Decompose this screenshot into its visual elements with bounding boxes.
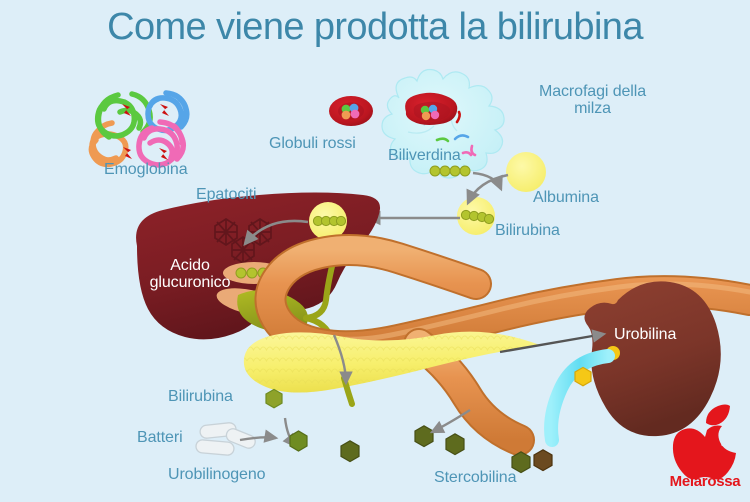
ureter-tube: [544, 349, 615, 447]
urobilinogen-hexagon: [289, 430, 308, 452]
hemoglobin-inside-rbc: [341, 103, 360, 120]
bilirubin-hexagon: [265, 388, 283, 409]
page-title: Come viene prodotta la bilirubina: [107, 6, 643, 48]
hemoglobin-molecule: [88, 90, 190, 168]
hemoglobin-subunit-green: [94, 91, 153, 140]
pancreas-organ: [243, 331, 540, 393]
label-albumina: Albumina: [533, 189, 599, 206]
hepatocyte: [214, 217, 238, 247]
melarossa-apple-icon: [672, 404, 740, 480]
label-bilirubina-blood: Bilirubina: [495, 222, 560, 239]
hemoglobin-subunit-pink: [136, 119, 186, 168]
biliverdin-particle: [429, 165, 471, 177]
arrow-bile-to-intestine: [332, 334, 353, 386]
red-blood-cell: [329, 96, 373, 126]
label-acido-glucuronico: Acido glucuronico: [149, 257, 231, 291]
label-urobilina: Urobilina: [614, 326, 677, 343]
label-emoglobina: Emoglobina: [104, 161, 188, 178]
urobilin-hexagon-ureter: [574, 366, 592, 387]
hemoglobin-subunit-orange: [88, 120, 129, 168]
label-globuli-rossi: Globuli rossi: [269, 135, 356, 152]
arrow-albumin-binding: [472, 171, 503, 192]
heme-group-icon: [122, 104, 169, 160]
bile-duct: [303, 255, 337, 321]
label-stercobilina: Stercobilina: [434, 469, 517, 486]
label-macrofagi-della-milza: Macrofagi della milza: [539, 83, 647, 117]
label-bilirubina-gut: Bilirubina: [168, 388, 233, 405]
stercobilin-hexagon-dark: [533, 449, 553, 472]
stercobilin-hexagon: [340, 425, 531, 474]
bilirubin-particle-liver: [309, 202, 347, 240]
bilirubin-particle-blood: [457, 197, 495, 235]
label-batteri: Batteri: [137, 429, 183, 446]
hepatocyte: [231, 235, 255, 265]
label-biliverdina: Biliverdina: [388, 147, 461, 164]
arrow-to-kidney: [499, 329, 607, 354]
arrow-biliverdin-to-bilirubin: [466, 173, 509, 206]
arrow-bacteria-action: [239, 429, 279, 443]
degraded-red-blood-cell: [405, 92, 458, 125]
arrow-into-hepatocyte: [243, 219, 309, 247]
label-urobilinogeno: Urobilinogeno: [168, 466, 266, 483]
label-epatociti: Epatociti: [196, 186, 257, 203]
brand-name: Melarossa: [669, 473, 741, 490]
hemoglobin-fragments: [435, 110, 477, 157]
arrow-to-stercobilin: [429, 408, 471, 434]
bacteria-cells: [195, 422, 256, 456]
gut-particles: [265, 388, 553, 474]
albumin-particle: [506, 152, 546, 192]
macrophage-cell: [381, 68, 505, 179]
